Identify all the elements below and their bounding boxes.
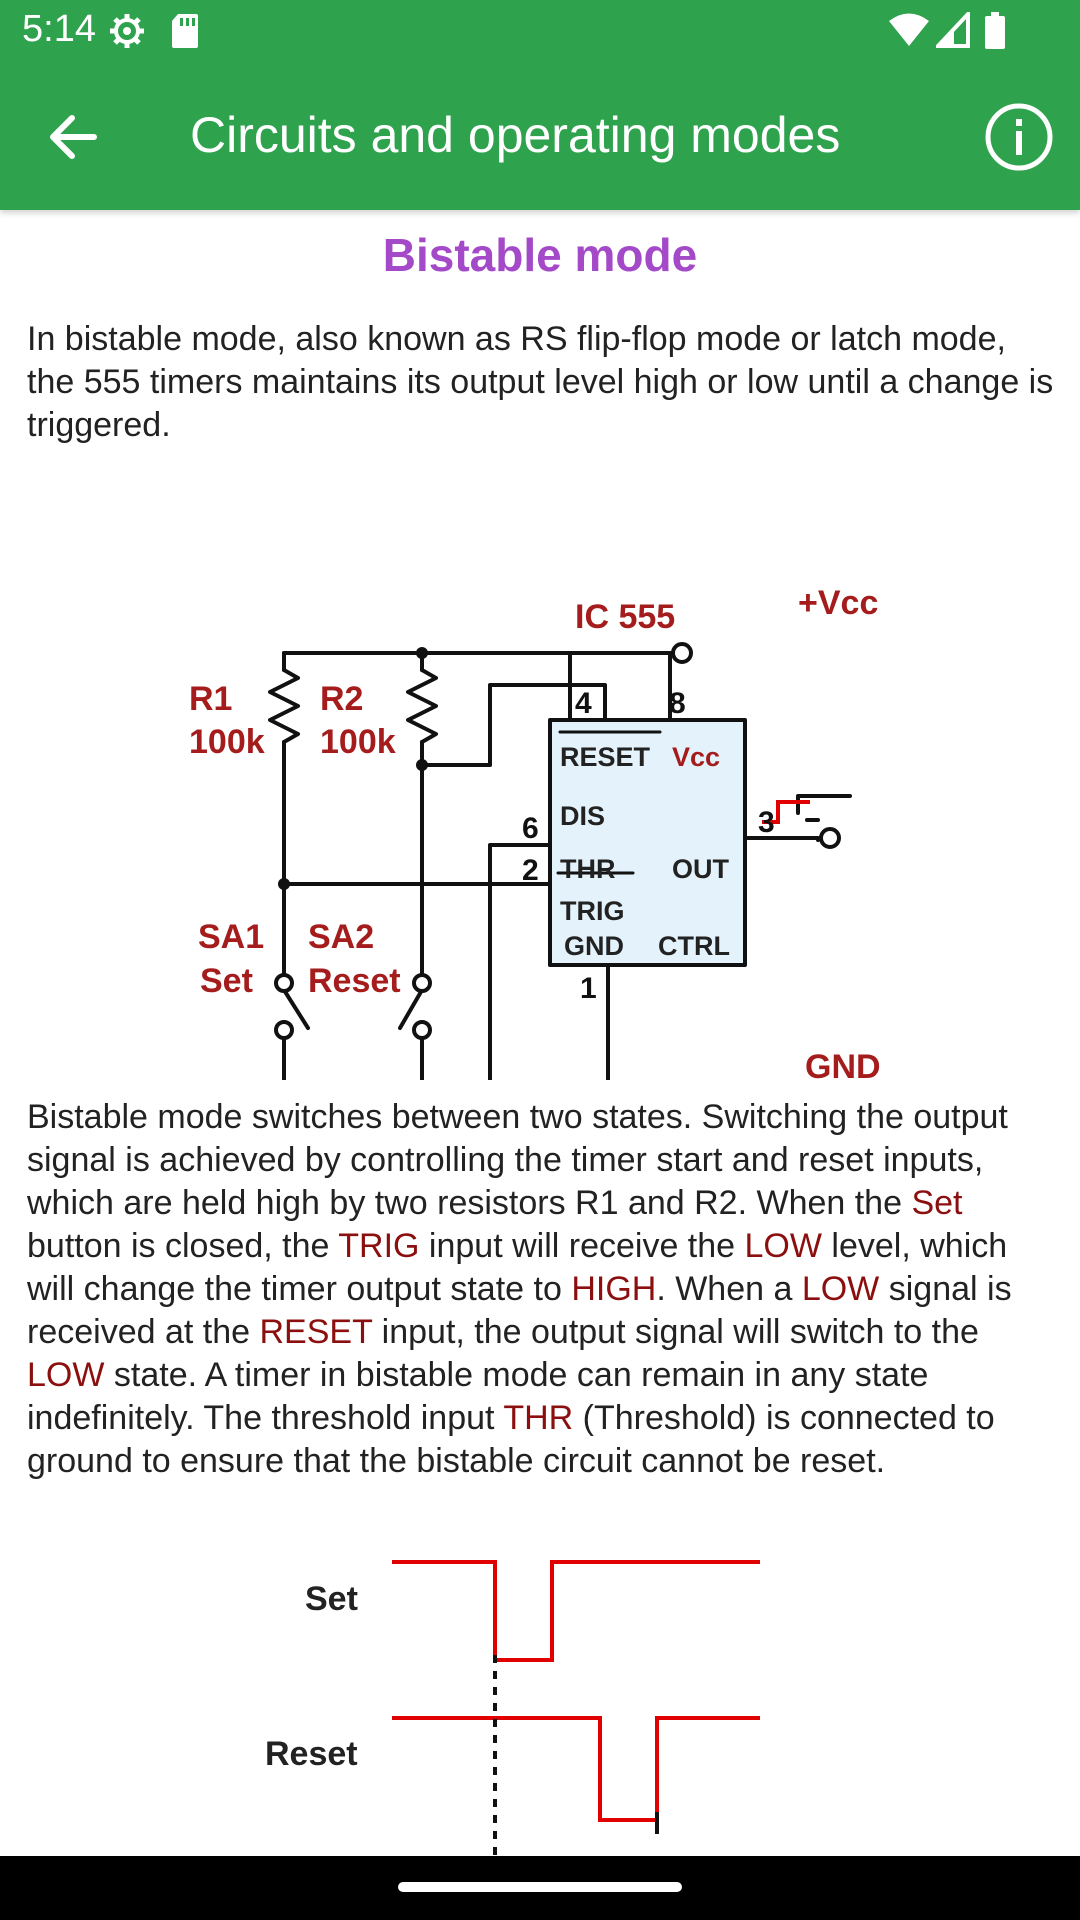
body-paragraph: Bistable mode switches between two state…	[27, 1096, 1057, 1483]
highlight-low: LOW	[744, 1227, 822, 1265]
highlight-low-2: LOW	[801, 1270, 880, 1308]
status-bar: 5:14	[0, 0, 1080, 64]
signal-icon	[936, 12, 970, 48]
sa2-name: SA2	[308, 918, 374, 956]
section-title: Bistable mode	[382, 229, 698, 281]
wifi-icon	[889, 13, 929, 46]
gesture-handle[interactable]	[398, 1882, 682, 1892]
pin-2: 2	[522, 854, 539, 887]
content-scroll[interactable]: Bistable mode In bistable mode, also kno…	[0, 210, 1080, 1856]
highlight-low-3: LOW	[27, 1356, 105, 1394]
r1-value: 100k	[189, 723, 265, 761]
highlight-trig: TRIG	[338, 1227, 420, 1265]
arrow-back-icon[interactable]	[38, 102, 108, 172]
highlight-thr: THR	[503, 1399, 574, 1437]
navigation-bar	[0, 1856, 1080, 1920]
timing-set-label: Set	[305, 1580, 358, 1618]
pin-6: 6	[522, 812, 539, 845]
pin-4: 4	[575, 687, 592, 720]
pin-dis: DIS	[560, 801, 605, 831]
pin-8: 8	[669, 687, 686, 720]
body-text-4: level, which will change the timer outpu…	[27, 1227, 1008, 1308]
pin-trig: TRIG	[560, 896, 625, 926]
timing-diagram: Set Reset	[265, 1560, 760, 1856]
body-text-7: input, the output signal will switch to …	[372, 1313, 979, 1351]
r1-name: R1	[189, 680, 232, 718]
sa1-name: SA1	[198, 918, 264, 956]
pin-ctrl: CTRL	[658, 931, 730, 961]
body-text-5: . When a	[656, 1270, 802, 1308]
gnd-label: GND	[805, 1048, 881, 1080]
body-text-3: input will receive the	[419, 1227, 745, 1265]
body-text-9: (Threshold) is connected to ground to en…	[27, 1399, 995, 1480]
pin-gnd: GND	[564, 931, 624, 961]
status-time: 5:14	[22, 8, 96, 50]
timing-reset-label: Reset	[265, 1735, 358, 1773]
body-text-2: button is closed, the	[27, 1227, 339, 1265]
pin-out: OUT	[672, 854, 730, 884]
info-icon[interactable]	[982, 100, 1056, 174]
body-text-6: signal is received at the	[27, 1270, 1012, 1351]
settings-icon	[110, 14, 144, 48]
highlight-set: Set	[911, 1184, 963, 1222]
ic-label: IC 555	[575, 598, 675, 636]
toolbar-title: Circuits and operating modes	[190, 107, 841, 163]
r2-value: 100k	[320, 723, 396, 761]
body-text-8: state. A timer in bistable mode can rema…	[27, 1356, 929, 1437]
battery-icon	[985, 12, 1005, 49]
body-text-1: Bistable mode switches between two state…	[27, 1098, 1008, 1222]
highlight-reset: RESET	[259, 1313, 373, 1351]
reset-signal-line	[392, 1716, 760, 1822]
pin-3: 3	[758, 806, 775, 839]
pin-thr: THR	[560, 854, 616, 884]
set-signal-line	[392, 1560, 760, 1662]
pin-vcc: Vcc	[672, 742, 720, 772]
pin-1: 1	[580, 972, 597, 1005]
sa1-label: Set	[200, 962, 253, 1000]
intro-paragraph: In bistable mode, also known as RS flip-…	[27, 320, 1054, 444]
sd-card-icon	[172, 14, 198, 48]
highlight-high: HIGH	[571, 1270, 657, 1308]
r2-name: R2	[320, 680, 363, 718]
sa2-label: Reset	[308, 962, 401, 1000]
app-bar: 5:14	[0, 0, 1080, 210]
vcc-label: +Vcc	[798, 584, 878, 622]
pin-reset: RESET	[560, 742, 651, 772]
bistable-circuit-diagram: IC 555 +Vcc GND R1 100k R2 100k SA1 Set …	[189, 584, 881, 1080]
toolbar: Circuits and operating modes	[0, 64, 1080, 210]
